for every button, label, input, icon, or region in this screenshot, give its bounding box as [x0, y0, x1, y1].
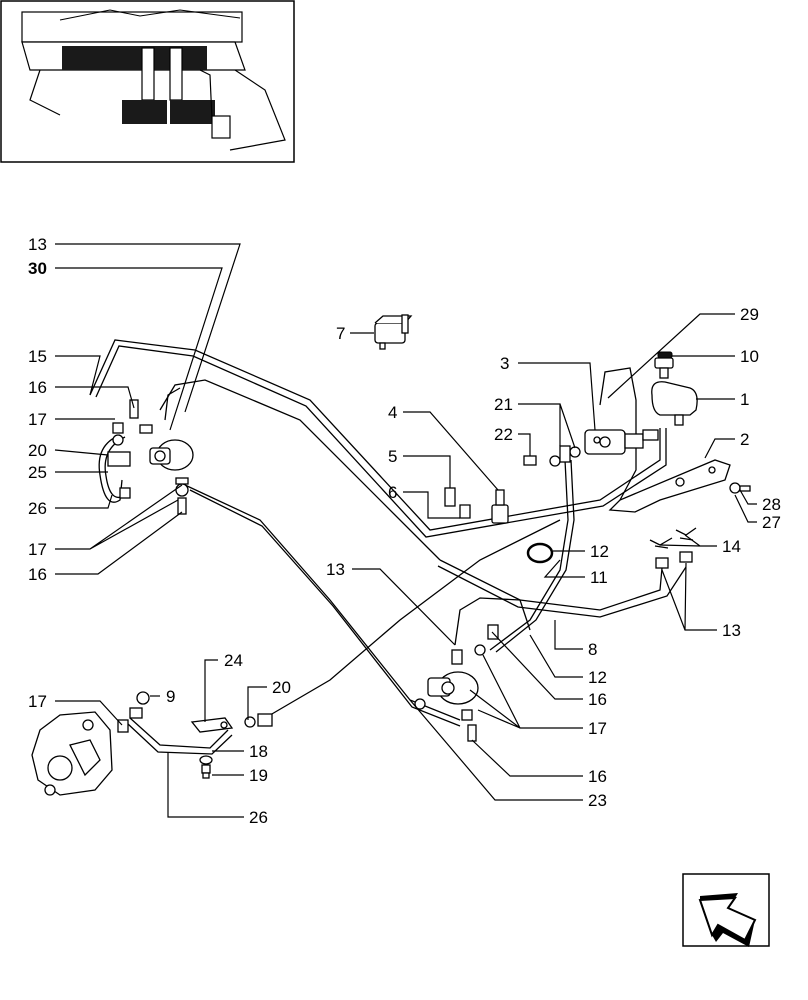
- callout-c21: 21: [494, 395, 513, 414]
- fitting-20-lower: [244, 713, 273, 728]
- callout-c5: 5: [388, 447, 397, 466]
- callout-c6: 6: [388, 483, 397, 502]
- callout-c13b: 13: [326, 560, 345, 579]
- bolt-27-28: [729, 482, 751, 494]
- callout-c20a: 20: [28, 441, 47, 460]
- callout-c3: 3: [500, 354, 509, 373]
- callout-c25: 25: [28, 463, 47, 482]
- callout-c1: 1: [740, 390, 749, 409]
- callout-c12b: 12: [588, 668, 607, 687]
- callout-c16d: 16: [588, 767, 607, 786]
- callout-c26a: 26: [28, 499, 47, 518]
- callout-c27: 27: [762, 513, 781, 532]
- callout-c16a: 16: [28, 378, 47, 397]
- callout-c18: 18: [249, 742, 268, 761]
- callout-c4: 4: [388, 403, 397, 422]
- callout-c24: 24: [224, 651, 243, 670]
- switch-4: [491, 489, 509, 524]
- callout-c17a: 17: [28, 410, 47, 429]
- callout-c9: 9: [166, 687, 175, 706]
- fittings-9-17: [117, 691, 150, 733]
- callout-c16c: 16: [588, 690, 607, 709]
- leader-lines: [54, 243, 757, 818]
- master-cylinder-left: [107, 399, 194, 499]
- callout-c14: 14: [722, 537, 741, 556]
- brake-pipes: [89, 339, 687, 755]
- callout-c28: 28: [762, 495, 781, 514]
- components: [31, 314, 751, 796]
- callout-c16b: 16: [28, 565, 47, 584]
- callout-c17b: 17: [28, 540, 47, 559]
- fitting-16-17-left: [175, 477, 189, 515]
- relay-7: [374, 314, 413, 350]
- brake-caliper-left: [31, 711, 113, 796]
- clip-5-6: [444, 487, 471, 519]
- callout-c2: 2: [740, 430, 749, 449]
- callout-c13c: 13: [722, 621, 741, 640]
- callout-c20b: 20: [272, 678, 291, 697]
- bracket-2: [608, 459, 731, 513]
- callout-c23: 23: [588, 791, 607, 810]
- brake-cylinder-center: [414, 624, 499, 742]
- callout-c17c: 17: [588, 719, 607, 738]
- callout-c19: 19: [249, 766, 268, 785]
- callout-c30: 30: [28, 259, 47, 278]
- arrow-icon: [698, 893, 757, 947]
- valve-3: [584, 429, 659, 455]
- callout-c29: 29: [740, 305, 759, 324]
- callout-c15: 15: [28, 347, 47, 366]
- clamp-12: [526, 542, 554, 564]
- callout-c8: 8: [588, 640, 597, 659]
- callout-c26b: 26: [249, 808, 268, 827]
- callout-c12a: 12: [590, 542, 609, 561]
- callout-c17d: 17: [28, 692, 47, 711]
- callout-labels: 1330151617202526171674563212229101228271…: [28, 235, 781, 827]
- bolt-18-19: [199, 755, 213, 779]
- callout-c7: 7: [336, 324, 345, 343]
- reservoir-1: [651, 351, 698, 426]
- caps-13: [655, 551, 693, 569]
- fitting-21-22: [523, 445, 581, 467]
- callout-c10: 10: [740, 347, 759, 366]
- location-inset: [0, 0, 295, 163]
- callout-c22: 22: [494, 425, 513, 444]
- callout-c11: 11: [590, 568, 608, 587]
- bracket-24: [190, 717, 234, 733]
- callout-c13a: 13: [28, 235, 47, 254]
- navigation-arrow-button[interactable]: [682, 873, 770, 947]
